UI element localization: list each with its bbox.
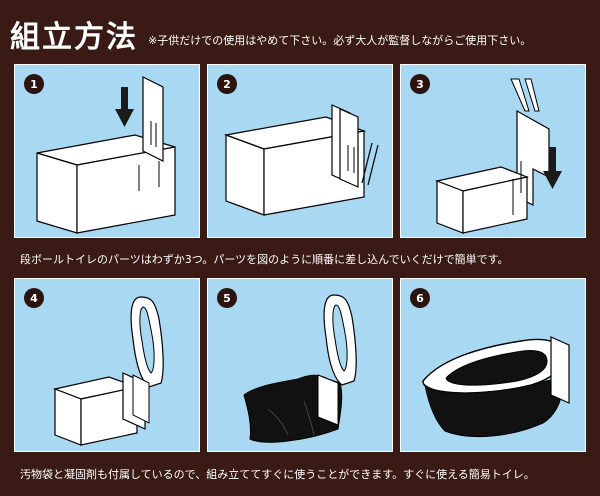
step-2-panel: 2 [207,64,393,238]
step-3-illustration [434,78,562,234]
step-5-illustration [243,294,357,443]
step-1-panel: 1 [14,64,200,238]
step-number-badge: 4 [24,288,44,308]
top-caption: 段ボールトイレのパーツはわずか3つ。パーツを図のように順番に差し込んでいくだけで… [20,253,509,266]
step-number-badge: 5 [217,288,237,308]
down-arrow-icon [115,87,134,127]
bottom-caption: 汚物袋と凝固剤も付属しているので、組み立ててすぐに使うことができます。すぐに使え… [20,468,535,481]
step-number-badge: 3 [410,74,430,94]
step-6-panel: 6 [400,278,586,452]
step-number-badge: 2 [217,74,237,94]
step-5-panel: 5 [207,278,393,452]
page-title: 組立方法 [10,20,138,55]
step-1-illustration [36,76,176,234]
supervision-note: ※子供だけでの使用はやめて下さい。必ず大人が監督しながらご使用下さい。 [148,34,532,47]
step-number-badge: 6 [410,288,430,308]
step-4-panel: 4 [14,278,200,452]
down-arrow-icon [543,147,562,189]
step-2-illustration [223,104,379,216]
step-3-panel: 3 [400,64,586,238]
step-4-illustration [52,296,164,446]
step-number-badge: 1 [24,74,44,94]
step-6-illustration [422,336,570,438]
